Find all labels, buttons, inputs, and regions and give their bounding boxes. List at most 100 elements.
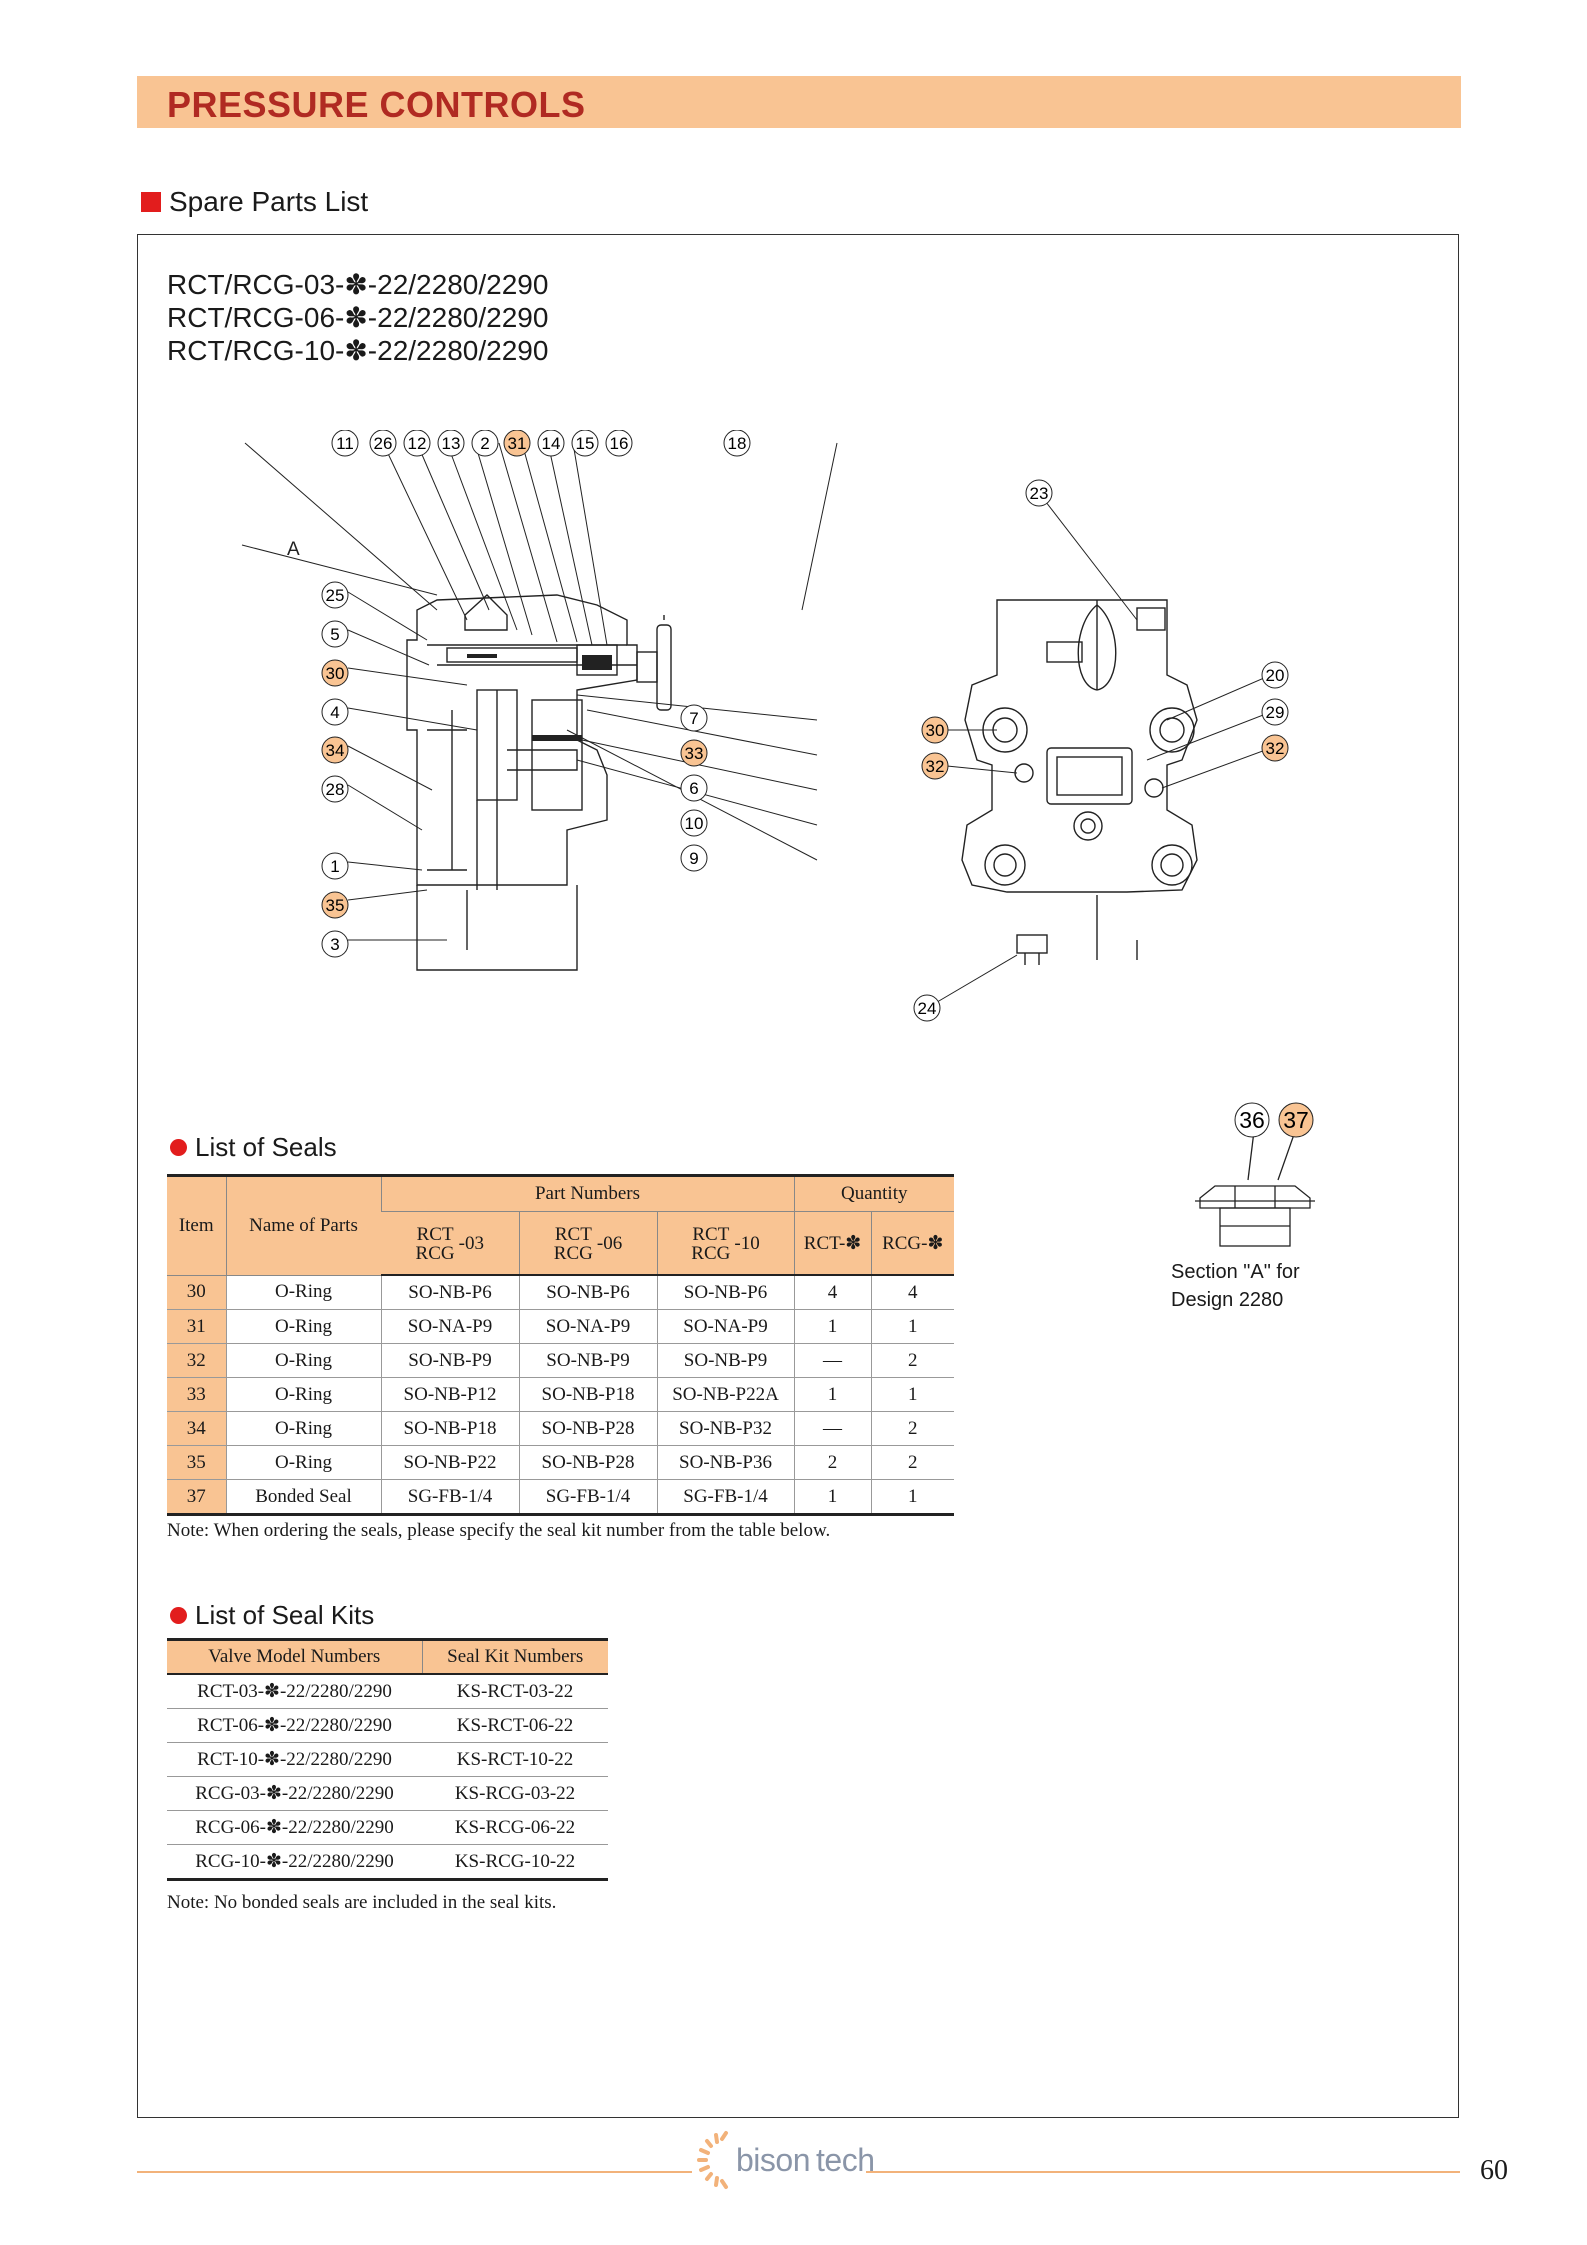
valve-lower-block <box>416 885 578 971</box>
svg-text:28: 28 <box>326 780 345 799</box>
seals-note: Note: When ordering the seals, please sp… <box>167 1520 831 1541</box>
svg-text:36: 36 <box>1239 1107 1265 1133</box>
svg-text:33: 33 <box>685 744 704 763</box>
callout-4: 4 <box>321 698 349 726</box>
svg-text:23: 23 <box>1030 484 1049 503</box>
callout-23: 23 <box>1025 479 1053 507</box>
kits-heading: List of Seal Kits <box>170 1600 374 1631</box>
svg-text:11: 11 <box>336 434 354 453</box>
svg-text:37: 37 <box>1283 1107 1309 1133</box>
section-title: Spare Parts List <box>169 186 369 217</box>
header-bar: PRESSURE CONTROLS <box>137 76 1461 128</box>
model-line: RCT/RCG-06-✽-22/2280/2290 <box>167 302 549 333</box>
callout-33: 33 <box>680 739 708 767</box>
callout-32: 32 <box>921 752 949 780</box>
section-heading: Spare Parts List <box>141 186 368 218</box>
footer-rule-left <box>137 2171 692 2173</box>
svg-text:24: 24 <box>918 999 937 1018</box>
callout-26: 26 <box>369 430 397 457</box>
section-a-detail: 36 37 <box>1195 1102 1315 1247</box>
seals-heading: List of Seals <box>170 1132 337 1163</box>
callout-35: 35 <box>321 891 349 919</box>
red-square-icon <box>141 192 161 212</box>
svg-text:30: 30 <box>326 664 345 683</box>
svg-text:3: 3 <box>330 935 339 954</box>
callout-10: 10 <box>680 809 708 837</box>
svg-text:7: 7 <box>689 709 698 728</box>
callout-1: 1 <box>321 852 349 880</box>
valve-cross-section-diagram: A 11 26 12 13 2 3 1 14 15 16 18 25 5 30 4… <box>241 430 1289 1022</box>
callout-3: 3 <box>321 930 349 958</box>
callout-24: 24 <box>913 994 941 1022</box>
svg-text:15: 15 <box>576 434 595 453</box>
callout-30: 30 <box>921 716 949 744</box>
svg-text:6: 6 <box>689 779 698 798</box>
callout-7: 7 <box>680 704 708 732</box>
header-item: Item <box>167 1175 226 1276</box>
svg-text:20: 20 <box>1266 666 1285 685</box>
header-qty-rcg: RCG-✽ <box>870 1211 954 1276</box>
svg-text:1: 1 <box>330 857 339 876</box>
page-number: 60 <box>1480 2155 1508 2186</box>
callout-9: 9 <box>680 844 708 872</box>
model-numbers: RCT/RCG-03-✽-22/2280/2290 RCT/RCG-06-✽-2… <box>167 268 548 367</box>
sunburst-icon <box>697 2131 728 2189</box>
svg-text:14: 14 <box>542 434 561 453</box>
svg-text:4: 4 <box>330 703 339 722</box>
callout-32: 32 <box>1261 734 1289 762</box>
svg-text:30: 30 <box>926 721 945 740</box>
svg-text:2: 2 <box>480 434 489 453</box>
callout-18: 18 <box>723 430 751 457</box>
label-a: A <box>287 539 300 560</box>
valve-body-outline <box>406 594 638 886</box>
svg-text:18: 18 <box>728 434 747 453</box>
model-line: RCT/RCG-03-✽-22/2280/2290 <box>167 269 549 300</box>
svg-text:9: 9 <box>689 849 698 868</box>
callout-36: 36 <box>1234 1102 1270 1138</box>
callout-13: 13 <box>437 430 465 457</box>
header-valve-model: Valve Model Numbers <box>167 1639 422 1675</box>
header-qty-rct: RCT-✽ <box>793 1211 871 1276</box>
model-line: RCT/RCG-10-✽-22/2280/2290 <box>167 335 549 366</box>
callout-5: 5 <box>321 620 349 648</box>
callout-29: 29 <box>1261 698 1289 726</box>
svg-text:16: 16 <box>610 434 629 453</box>
callout-28: 28 <box>321 775 349 803</box>
svg-text:32: 32 <box>1266 739 1285 758</box>
kits-note: Note: No bonded seals are included in th… <box>167 1892 557 1913</box>
callout-16: 16 <box>605 430 633 457</box>
page-title: PRESSURE CONTROLS <box>167 84 586 125</box>
callout-12: 12 <box>403 430 431 457</box>
callout-2: 2 <box>471 430 499 457</box>
callout-15: 15 <box>571 430 599 457</box>
svg-text:12: 12 <box>408 434 427 453</box>
header-seal-kit: Seal Kit Numbers <box>421 1639 608 1675</box>
svg-text:26: 26 <box>374 434 393 453</box>
seals-table: Item Name of Parts Part Numbers Quantity… <box>167 1174 954 1516</box>
callout-25: 25 <box>321 581 349 609</box>
header-name: Name of Parts <box>225 1175 381 1276</box>
svg-text:10: 10 <box>685 814 704 833</box>
footer-rule-right <box>866 2171 1460 2173</box>
svg-text:25: 25 <box>326 586 345 605</box>
svg-text:35: 35 <box>326 896 345 915</box>
callout-14: 14 <box>537 430 565 457</box>
section-a-caption: Section "A" for Design 2280 <box>1171 1261 1300 1311</box>
svg-text:32: 32 <box>926 757 945 776</box>
